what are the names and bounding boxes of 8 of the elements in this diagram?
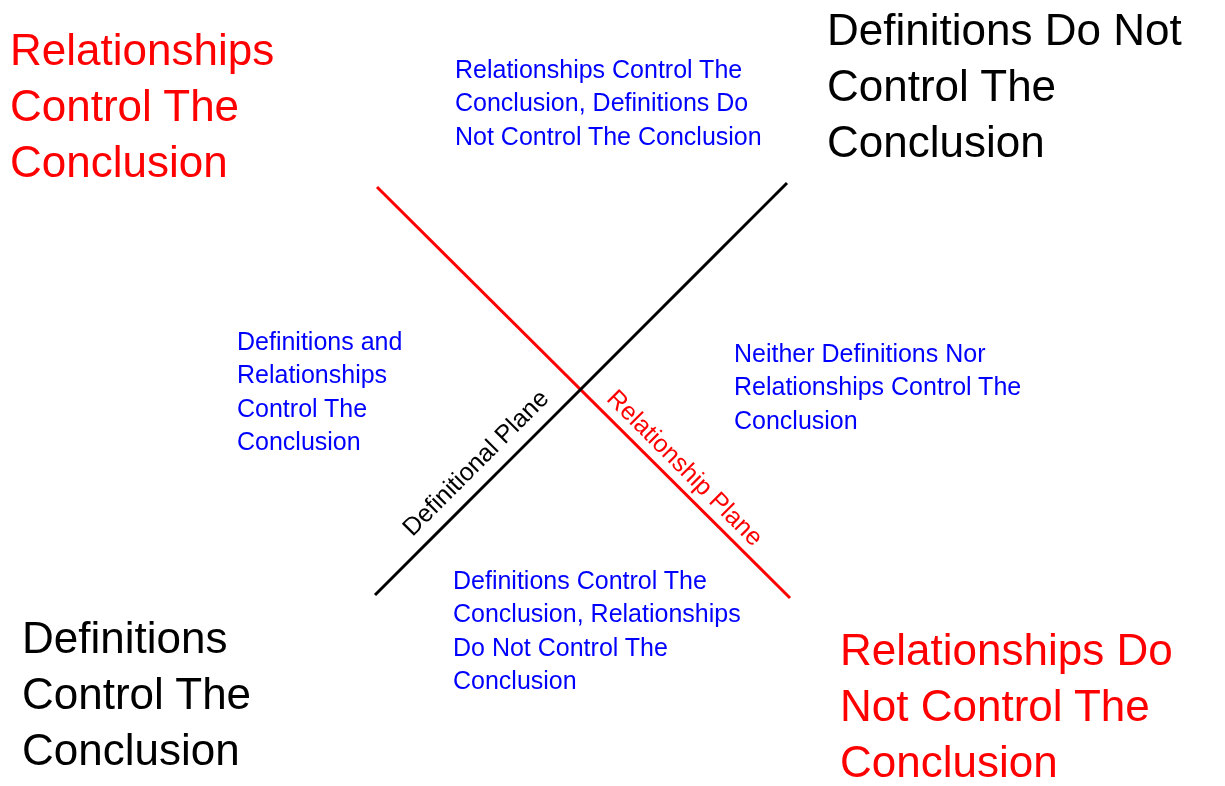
quadrant-description: Neither Definitions Nor Relationships Control The Conclusion: [734, 338, 1023, 436]
quadrant-description: Definitions and Relationships Control The Conclusion: [237, 326, 403, 455]
quadrant-heading: Relationships Control The Conclusion: [10, 24, 276, 188]
quadrant-description: Relationships Control The Conclusion, Definitions Do Not Control The Conclusion: [455, 54, 763, 152]
quadrant-heading: Definitions Control The Conclusion: [22, 612, 253, 776]
quadrant-heading: Relationships Do Not Control The Conclusion: [840, 624, 1174, 786]
quadrant-description: Definitions Control The Conclusion, Relationships Do Not Control The Conclusion: [453, 565, 742, 696]
quadrant-heading: Definitions Do Not Control The Conclusion: [827, 4, 1183, 168]
